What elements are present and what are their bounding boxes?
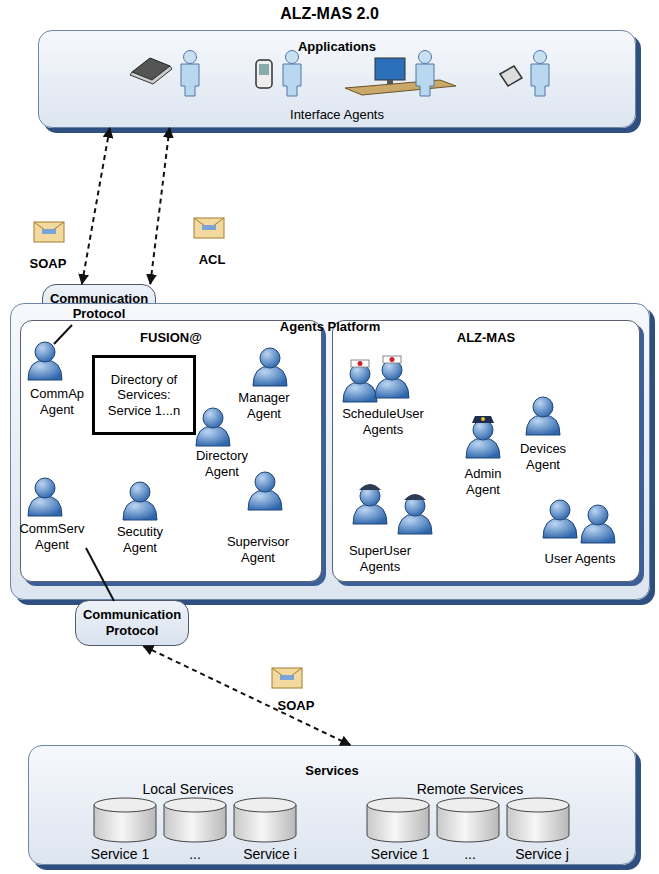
service-label: Service i: [230, 846, 310, 863]
agent-icon: [581, 505, 615, 543]
agent-label: Directory Agent: [190, 448, 254, 479]
agent-icon: [343, 360, 377, 402]
box-heading: ALZ-MAS: [333, 330, 639, 346]
agent-icon: [466, 416, 500, 458]
agent-label: Secutity Agent: [109, 524, 171, 555]
box-text: Directory of Services: Service 1...n: [99, 372, 189, 419]
service-label: Service 1: [360, 846, 440, 863]
link-line: [86, 548, 114, 601]
database-cylinder: [367, 798, 429, 842]
agent-icon: [398, 494, 432, 534]
agent-label: User Agents: [535, 551, 625, 567]
person-icon: [531, 51, 549, 97]
edge-label: ACL: [172, 252, 252, 268]
person-icon: [416, 51, 434, 97]
database-cylinder: [437, 798, 499, 842]
service-label: ...: [450, 846, 490, 863]
box-caption: Interface Agents: [39, 107, 635, 123]
agent-icon: [353, 484, 387, 524]
agent-icon: [253, 348, 287, 386]
box-text: Communication Protocol: [48, 291, 150, 322]
agent-icon: [196, 408, 230, 446]
database-cylinder: [234, 798, 296, 842]
agent-label: SuperUser Agents: [343, 543, 417, 574]
service-label: Service j: [502, 846, 582, 863]
box-heading: FUSION@: [21, 330, 321, 346]
service-label: Local Services: [128, 781, 248, 798]
protocol-box: Communication Protocol: [42, 284, 156, 328]
box-heading: Applications: [39, 39, 635, 55]
agent-label: Devices Agent: [512, 441, 574, 472]
envelope-icon: [34, 222, 64, 242]
agent-icon: [543, 500, 577, 538]
link-line: [54, 325, 72, 344]
agent-label: Supervisor Agent: [222, 534, 294, 565]
agent-label: Manager Agent: [233, 390, 295, 421]
agent-icon: [123, 482, 157, 520]
diagram-title: ALZ-MAS 2.0: [0, 4, 659, 23]
dashed-arrow: [150, 128, 169, 284]
service-label: ...: [175, 846, 215, 863]
agent-icon: [28, 342, 62, 380]
box-heading: Agents Platform: [11, 319, 649, 335]
box-heading: Services: [29, 763, 635, 779]
person-icon: [181, 51, 199, 97]
service-label: Service 1: [80, 846, 160, 863]
edge-label: SOAP: [256, 698, 336, 714]
agent-label: Admin Agent: [457, 466, 509, 497]
service-label: Remote Services: [405, 781, 535, 798]
dashed-arrow: [82, 128, 110, 284]
agent-icon: [526, 397, 560, 435]
box-text: Communication Protocol: [81, 607, 183, 638]
database-cylinder: [164, 798, 226, 842]
protocol-box: Communication Protocol: [75, 600, 189, 646]
directory-box: Directory of Services: Service 1...n: [92, 355, 196, 435]
agent-label: CommServ Agent: [18, 521, 86, 552]
database-cylinder: [507, 798, 569, 842]
agent-icon: [375, 356, 409, 398]
agent-icon: [28, 478, 62, 516]
database-cylinder: [94, 798, 156, 842]
agent-icon: [248, 472, 282, 510]
envelope-icon: [272, 668, 302, 688]
agent-label: CommAp Agent: [26, 386, 88, 417]
dashed-arrow: [143, 646, 350, 745]
person-icon: [283, 51, 301, 97]
agent-label: ScheduleUser Agents: [337, 406, 429, 437]
edge-label: SOAP: [8, 256, 88, 272]
envelope-icon: [194, 218, 224, 238]
